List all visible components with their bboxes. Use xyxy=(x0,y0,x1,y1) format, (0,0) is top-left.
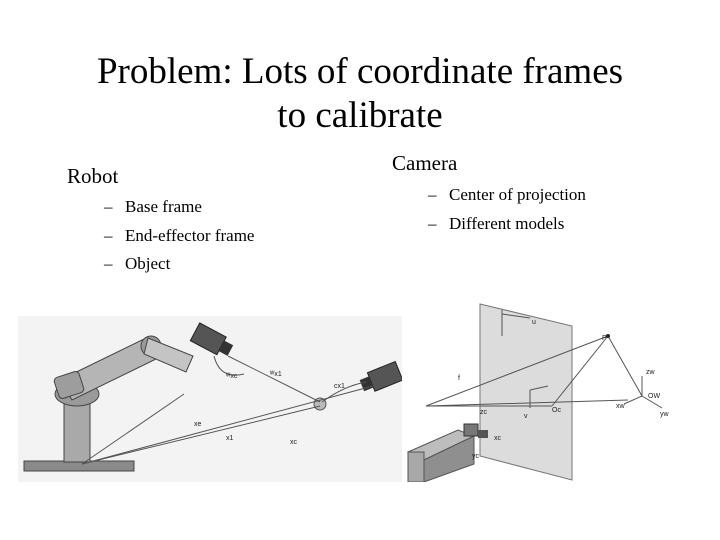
camera-model-figure: P f u v OW Oc zw xw yw zc xc yc xyxy=(402,300,672,482)
external-camera xyxy=(359,360,402,392)
label-xc: xc xyxy=(494,435,502,442)
label-xw: xw xyxy=(616,403,626,410)
slide-title: Problem: Lots of coordinate frames to ca… xyxy=(0,50,720,138)
robot-heading: Robot xyxy=(67,164,119,188)
label-zc: zc xyxy=(480,409,488,416)
pinhole-camera-body xyxy=(406,423,488,482)
label-xe: xe xyxy=(194,421,202,428)
title-line-1: Problem: Lots of coordinate frames xyxy=(96,51,624,92)
title-line-2: to calibrate xyxy=(277,95,443,136)
label-wx1: ᵂx1 xyxy=(270,371,282,378)
label-oc: Oc xyxy=(552,407,561,414)
label-zw: zw xyxy=(646,369,656,376)
camera-bullet-list: Center of projection Different models xyxy=(428,181,586,238)
robot-base-column xyxy=(63,395,91,463)
camera-heading: Camera xyxy=(392,151,458,175)
label-p: P xyxy=(602,335,607,342)
label-f: f xyxy=(458,375,460,382)
label-yw: yw xyxy=(660,411,670,418)
image-plane xyxy=(479,303,573,481)
label-x1: x1 xyxy=(226,435,234,442)
label-cx1: cx1 xyxy=(334,383,345,390)
bullet-object: Object xyxy=(104,250,254,279)
robot-calibration-figure: ᵂxc ᵂx1 cx1 xe x1 xc xyxy=(18,316,402,482)
label-u: u xyxy=(532,319,536,326)
label-v: v xyxy=(524,413,528,420)
bullet-different-models: Different models xyxy=(428,210,586,239)
label-yc: yc xyxy=(472,453,480,460)
label-ow: OW xyxy=(648,393,660,400)
bullet-base-frame: Base frame xyxy=(104,193,254,222)
robot-bullet-list: Base frame End-effector frame Object xyxy=(104,193,254,279)
label-xc: xc xyxy=(290,439,298,446)
end-effector-camera xyxy=(189,322,234,356)
robot-forearm xyxy=(143,337,194,373)
bullet-end-effector-frame: End-effector frame xyxy=(104,222,254,251)
label-wxc: ᵂxc xyxy=(226,373,238,380)
bullet-center-of-projection: Center of projection xyxy=(428,181,586,210)
